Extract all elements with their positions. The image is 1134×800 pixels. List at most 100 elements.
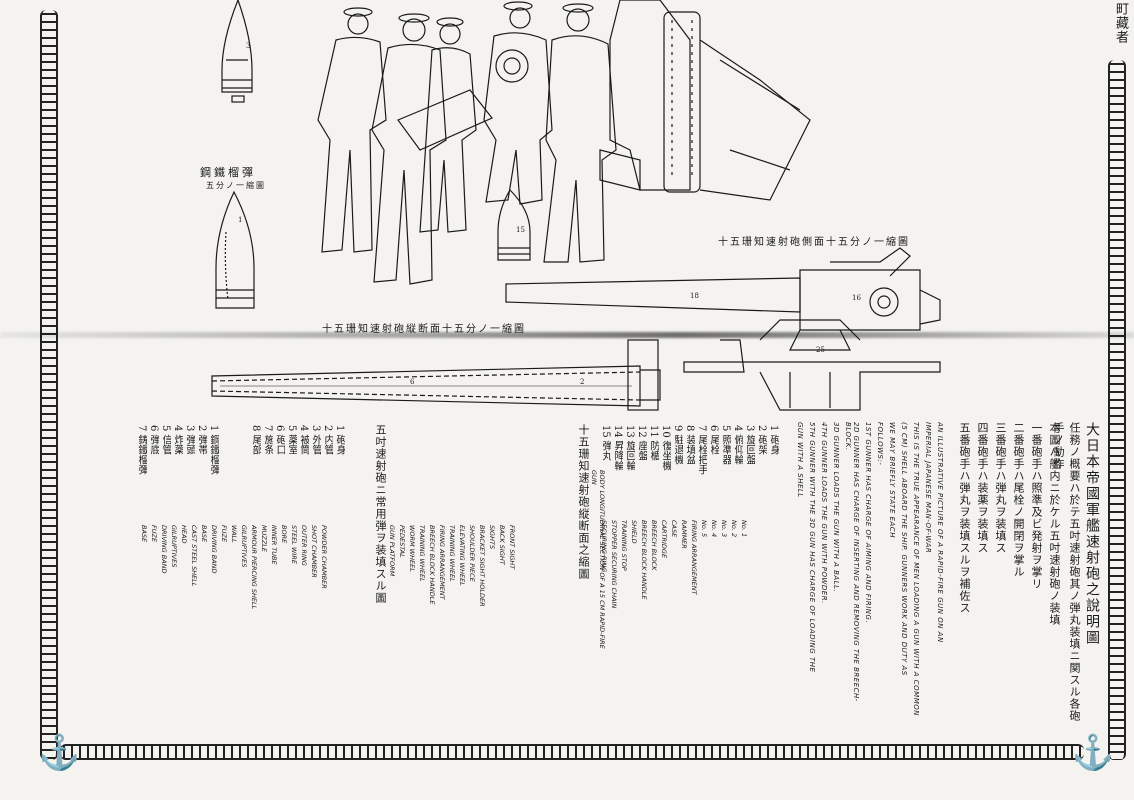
legend-cjk-item: 2 砲架 xyxy=(756,425,767,455)
gun-elevation: 18 16 xyxy=(505,247,941,351)
legend-cjk-item: 11 防楯 xyxy=(648,425,659,461)
intro-en-line: FOLLOWS:- xyxy=(876,422,884,466)
legend-cjk-item: 4 被筒 xyxy=(298,425,309,455)
intro-cjk-block: 本圖ハ艦内ニ於ケル五吋速射砲ノ装填一番砲手ハ照準及ビ発射ヲ掌リ二番砲手ハ尾栓ノ開… xyxy=(956,422,1062,722)
legend-cjk-item: 7 鋳鐵榴彈 xyxy=(136,425,147,475)
legend-cjk-item: 6 尾栓 xyxy=(708,425,719,455)
legend-en-item: BREECH BLOCK xyxy=(650,520,658,571)
intro-en-line: 4TH GUNNER LOADS THE GUN WITH POWDER. xyxy=(820,422,828,604)
legend-en-item: No. 1 xyxy=(740,520,748,538)
svg-text:15: 15 xyxy=(516,226,525,234)
legend-cjk-item: 3 旋回盤 xyxy=(744,425,755,465)
legend-en-item: ELEVATING WHEEL xyxy=(458,525,466,586)
legend-cjk-item: 3 弾頭 xyxy=(184,425,195,455)
intro-en-line: 1ST GUNNER HAS CHARGE OF AIMING AND FIRI… xyxy=(864,422,872,624)
legend-cjk-item: 9 駐退機 xyxy=(672,425,683,465)
legend-en-item: CASE xyxy=(670,520,678,538)
legend-en-item: BRACKET SIGHT HOLDER xyxy=(478,525,486,607)
svg-text:16: 16 xyxy=(852,294,861,302)
intro-cjk-line: 二番砲手ハ尾栓ノ開閉ヲ掌ル xyxy=(1012,422,1025,578)
legend-cjk-item: 2 弾帯 xyxy=(196,425,207,455)
gun-section-caption: 十五珊知速射砲縦断面十五分ノ一縮圖 xyxy=(322,324,526,335)
shell-elevation: 1 xyxy=(215,190,255,309)
legend-en-item: FIRING ARRANGEMENT xyxy=(690,520,698,595)
legend-en-item: HEAD xyxy=(180,525,188,544)
legend-cjk-item: 6 弾底 xyxy=(148,425,159,455)
legend-en-item: SIGHTS xyxy=(488,525,496,550)
legend-cjk-item: 14 昇降輪 xyxy=(612,425,623,471)
legend-en-item: INNER TUBE xyxy=(270,525,278,565)
legend-cjk-item: 15 弾丸 xyxy=(600,425,611,461)
legend-cjk-item: 4 俯仰輪 xyxy=(732,425,743,465)
legend-cjk-item: 6 砲口 xyxy=(274,425,285,455)
svg-text:1: 1 xyxy=(238,216,242,224)
legend-en-item: BREECH BLOCK HANDLE xyxy=(640,520,648,600)
legend-cjk-item: 5 信管 xyxy=(160,425,171,455)
legend-cjk-item: 7 施条 xyxy=(262,425,273,455)
intro-en-line: AN ILLUSTRATIVE PICTURE OF A RAPID-FIRE … xyxy=(936,422,944,643)
legend-en-item: BORE xyxy=(280,525,288,544)
page-fold xyxy=(0,332,1134,338)
legend-en-item: TRAINING WHEEL xyxy=(448,525,456,582)
top-right-mark: 町藏者 xyxy=(1113,2,1128,44)
legend-en-item: TRAINING STOP xyxy=(620,520,628,571)
legend-cjk-item: 1 砲身 xyxy=(768,425,779,455)
legend-cjk-item: 1 鋼鐵榴彈 xyxy=(208,425,219,475)
intro-en-line: WE MAY BRIEFLY STATE EACH xyxy=(888,422,896,538)
intro-en-line: 2D GUNNER HAS CHARGE OF INSERTING AND RE… xyxy=(844,422,860,702)
legend-en-item: BASE xyxy=(200,525,208,543)
legend-en-item: TRAINING WHEEL xyxy=(418,525,426,582)
intro-en-line: IMPERIAL JAPANESE MAN-OF-WAR xyxy=(924,422,932,554)
legend-en-item: BASE xyxy=(140,525,148,543)
intro-en-line: GUN WITH A SHELL xyxy=(796,422,804,498)
shell-title: 鋼鐵榴彈 xyxy=(200,166,256,179)
legend-en-item: GUN PLATFORM xyxy=(388,525,396,577)
bottom-chain-border xyxy=(60,744,1084,760)
gun-mount-breech xyxy=(495,0,811,201)
legend-en-item: MUZZLE xyxy=(260,525,268,552)
intro-cjk-line: 五番砲手ハ弾丸ヲ装填スルヲ補佐ス xyxy=(958,422,971,614)
shell-section-top: 3 xyxy=(221,0,253,103)
legend-cjk-item: 2 内管 xyxy=(322,425,333,455)
legend-en-item: DRIVING BAND xyxy=(160,525,168,574)
gun-elevation-caption: 十五珊知速射砲側面十五分ノ一縮圖 xyxy=(718,237,910,248)
legend-cjk-item: 1 砲身 xyxy=(334,425,345,455)
svg-text:18: 18 xyxy=(690,292,699,300)
legend-cjk-item: 13 旋回輪 xyxy=(624,425,635,471)
legend-cjk-item: 8 尾部 xyxy=(250,425,261,455)
legend-en-item: FIRING ARRANGEMENT xyxy=(438,525,446,600)
intro-cjk-line: 四番砲手ハ装薬ヲ装填ス xyxy=(976,422,989,554)
legend-en-item: CAST STEEL SHELL xyxy=(190,525,198,587)
legend-en-item: STOPPER SECURING CHAIN xyxy=(610,520,618,609)
legend-en-item: RAMMER xyxy=(680,520,688,549)
right-chain-border xyxy=(1108,60,1126,760)
legend-en-item: GILRUPTIVES xyxy=(170,525,178,568)
section-heading-en: BODY LONGITUDINAL SECTION OF A 15 CM RAP… xyxy=(590,470,606,649)
intro-cjk-line: 本圖ハ艦内ニ於ケル五吋速射砲ノ装填 xyxy=(1048,422,1061,626)
loader-note: 五吋速射砲ニ常用弾ヲ装填スル圖 xyxy=(374,424,387,604)
gun-pedestal: 25 xyxy=(683,319,941,411)
legend-cjk-item: 12 座盤 xyxy=(636,425,647,461)
svg-text:25: 25 xyxy=(816,346,825,354)
legend-cjk-item: 5 照準器 xyxy=(720,425,731,465)
legend-en-item: SHIELD xyxy=(630,520,638,544)
legend-en-item: No. 4 xyxy=(710,520,718,538)
legend-en-item: BACK SIGHT xyxy=(498,525,506,565)
legend-en-item: DRIVING BAND xyxy=(210,525,218,574)
gun-longitudinal-section: 6 2 xyxy=(211,339,661,411)
legend-en-item: FUZE xyxy=(150,525,158,543)
intro-en-line: (5 CM) SHELL ABOARD THE SHIP. GUNNERS WO… xyxy=(900,422,908,676)
legend-en-item: SHOULDER PIECE xyxy=(468,525,476,582)
legend-en-item: BREECH BLOCK HANDLE xyxy=(428,525,436,605)
legend-cjk-item: 10 復坐機 xyxy=(660,425,671,471)
legend-cjk-item: 7 尾栓把手 xyxy=(696,425,707,475)
legend-cjk-item: 5 薬室 xyxy=(286,425,297,455)
shell-scale-caption: 五分ノ一縮圖 xyxy=(206,181,266,190)
legend-en-item: FRONT SIGHT xyxy=(508,525,516,570)
legend-en-item: SECURING RING xyxy=(600,520,608,573)
